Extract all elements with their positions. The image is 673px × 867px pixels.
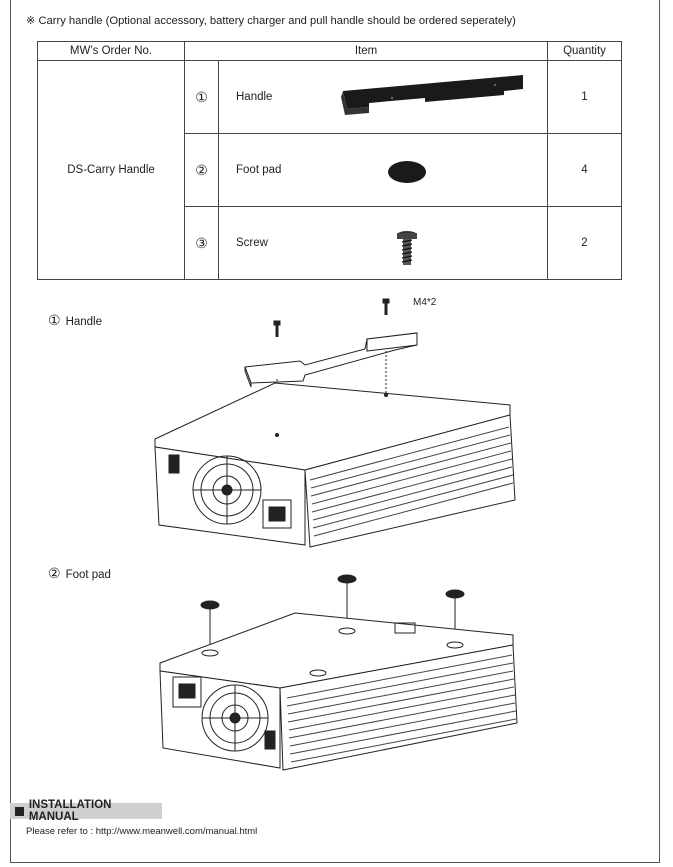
manual-reference-text: Please refer to : http://www.meanwell.co…: [26, 826, 258, 837]
item-cell: Handle: [218, 60, 548, 134]
handle-picture: [341, 75, 523, 115]
table-row: DS-Carry Handle ① Handle 1: [37, 60, 622, 280]
item-quantity: 4: [547, 133, 622, 207]
foot-pad-installation-diagram: [159, 574, 518, 771]
order-table: MW’s Order No. Item Quantity DS-Carry Ha…: [37, 41, 622, 280]
item-number: ②: [184, 133, 219, 207]
screw-spec-label: M4*2: [413, 297, 437, 308]
installation-manual-heading: INSTALLATION MANUAL: [10, 799, 162, 823]
header-order-no: MW’s Order No.: [37, 41, 185, 61]
note-text: ※ Carry handle (Optional accessory, batt…: [26, 15, 516, 27]
order-no-cell: DS-Carry Handle: [37, 60, 185, 280]
header-quantity: Quantity: [547, 41, 622, 61]
item-name: Handle: [236, 91, 273, 103]
square-bullet-icon: [15, 806, 24, 816]
item-number: ③: [184, 206, 219, 280]
table-row: ② Foot pad 4: [38, 133, 622, 207]
foot-pad-picture: [388, 161, 426, 183]
item-name: Foot pad: [236, 164, 282, 176]
header-item: Item: [184, 41, 548, 61]
page-frame: [10, 0, 660, 863]
item-quantity: 1: [547, 60, 622, 134]
handle-installation-diagram: [154, 298, 516, 548]
item-name: Screw: [236, 237, 268, 249]
table-header-row: MW’s Order No. Item Quantity: [37, 41, 622, 61]
table-row: ③ Screw 2: [38, 206, 622, 280]
screw-picture: [397, 231, 417, 265]
item-quantity: 2: [547, 206, 622, 280]
item-cell: Foot pad: [218, 133, 548, 207]
item-cell: Screw: [218, 206, 548, 280]
item-number: ①: [184, 60, 219, 134]
